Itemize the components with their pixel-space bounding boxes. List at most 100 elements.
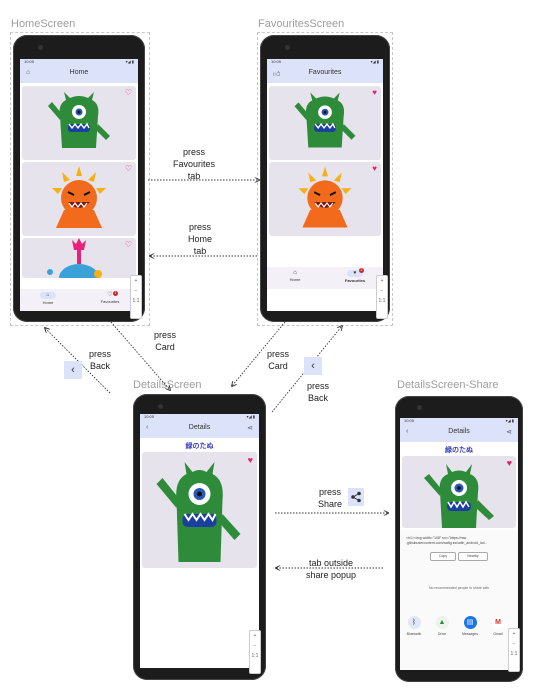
details-title: Details bbox=[188, 424, 211, 431]
copy-button[interactable]: Copy bbox=[430, 552, 456, 561]
arrow-favourites-to-details bbox=[232, 321, 286, 386]
emulator-zoom-controls[interactable]: + − 1:1 bbox=[130, 275, 142, 319]
heart-icon: ♥2 bbox=[347, 268, 364, 277]
status-bar: 10:05 ▾◢ ▮ bbox=[20, 59, 138, 65]
status-time: 10:05 bbox=[404, 418, 415, 423]
zoom-in-button[interactable]: + bbox=[134, 278, 138, 284]
favourite-outline-icon[interactable]: ♡ bbox=[124, 88, 132, 97]
monster-name: 緑のたぬ bbox=[445, 447, 473, 454]
arrow-home-to-details bbox=[110, 321, 170, 390]
status-bar: 10:05 ▾◢ ▮ bbox=[400, 418, 518, 424]
back-arrow-icon[interactable]: ‹ bbox=[406, 428, 409, 435]
status-signal: ▾◢ ▮ bbox=[125, 59, 134, 64]
details-phone: 10:05 ▾◢ ▮ ‹ Details ⋖ 緑のたぬ ♥ + − 1:1 bbox=[133, 394, 266, 680]
zoom-ratio[interactable]: 1:1 bbox=[510, 651, 518, 657]
zoom-out-button[interactable]: − bbox=[512, 641, 516, 647]
label-share-to-details: tab outside share popup bbox=[305, 558, 357, 580]
bottom-navigation: ⌂ Home ♡1 Favourites bbox=[20, 289, 138, 311]
home-screen: 10:05 ▾◢ ▮ ⌂ Home ♡ bbox=[20, 59, 138, 311]
green-monster-image bbox=[48, 92, 110, 148]
drive-icon: ▲ bbox=[435, 616, 449, 629]
zoom-in-button[interactable]: + bbox=[253, 633, 257, 639]
zoom-in-button[interactable]: + bbox=[512, 631, 516, 637]
frame-label-home: HomeScreen bbox=[11, 18, 76, 30]
favourite-outline-icon[interactable]: ♡ bbox=[124, 164, 132, 173]
zoom-out-button[interactable]: − bbox=[253, 643, 257, 649]
camera-icon bbox=[38, 45, 43, 50]
status-time: 10:05 bbox=[144, 414, 155, 419]
nav-badge: 2 bbox=[359, 268, 364, 273]
emulator-zoom-controls[interactable]: + − 1:1 bbox=[376, 275, 388, 319]
arrow-details-to-home bbox=[45, 328, 111, 394]
nav-label: Home bbox=[289, 277, 301, 282]
monster-card[interactable]: ♡ bbox=[22, 162, 136, 236]
orange-monster-image bbox=[52, 166, 106, 228]
nav-badge: 1 bbox=[113, 291, 118, 296]
favourites-screen: 10:05 ▾◢ ▮ 👍︎ Favourites ♥ bbox=[267, 59, 383, 311]
zoom-ratio[interactable]: 1:1 bbox=[378, 298, 386, 304]
monster-detail-card: ♥ bbox=[402, 456, 516, 528]
monster-card[interactable]: ♡ bbox=[22, 238, 136, 278]
green-monster-image bbox=[156, 462, 241, 562]
camera-icon bbox=[158, 404, 163, 409]
share-text-line: <h1><img width="108" src="https://raw bbox=[406, 536, 467, 540]
favourite-filled-icon[interactable]: ♥ bbox=[372, 88, 377, 97]
blue-monster-image bbox=[47, 238, 102, 278]
app-label: Gmail bbox=[493, 632, 503, 636]
favourite-outline-icon[interactable]: ♡ bbox=[124, 240, 132, 249]
share-app-gmail[interactable]: M Gmail bbox=[488, 616, 508, 636]
zoom-ratio[interactable]: 1:1 bbox=[251, 653, 259, 659]
green-monster-image bbox=[424, 464, 494, 528]
frame-label-share: DetailsScreen-Share bbox=[397, 379, 499, 391]
monster-detail-card: ♥ bbox=[142, 452, 257, 568]
back-arrow-icon: ‹ bbox=[304, 357, 322, 375]
monster-card[interactable]: ♡ bbox=[22, 86, 136, 160]
share-app-drive[interactable]: ▲ Drive bbox=[432, 616, 452, 636]
nearby-button[interactable]: Nearby bbox=[458, 552, 488, 561]
nav-item-home[interactable]: ⌂ Home bbox=[36, 292, 60, 305]
label-details-to-favourites: press Back bbox=[306, 381, 329, 403]
share-icon bbox=[348, 488, 364, 506]
home-frame-outline bbox=[10, 32, 150, 326]
bluetooth-icon: ᛒ bbox=[407, 616, 421, 629]
share-app-bar: ‹ Details ⋖ bbox=[400, 424, 518, 442]
share-app-messages[interactable]: ▤ Messages bbox=[460, 616, 480, 636]
heart-icon: ♡1 bbox=[107, 291, 118, 298]
emulator-zoom-controls[interactable]: + − 1:1 bbox=[508, 628, 520, 672]
nav-item-home[interactable]: ⌂ Home bbox=[283, 270, 307, 282]
favourite-filled-icon[interactable]: ♥ bbox=[247, 455, 253, 465]
thumbs-up-icon: 👍︎ bbox=[273, 71, 281, 78]
monster-card[interactable]: ♥ bbox=[269, 162, 381, 236]
zoom-out-button[interactable]: − bbox=[134, 288, 138, 294]
zoom-ratio[interactable]: 1:1 bbox=[132, 298, 140, 304]
nav-label: Home bbox=[42, 300, 54, 305]
favourites-phone: 10:05 ▾◢ ▮ 👍︎ Favourites ♥ bbox=[260, 35, 390, 322]
details-app-bar: ‹ Details ⋖ bbox=[140, 420, 259, 438]
nav-label: Favourites bbox=[344, 278, 366, 283]
monster-card[interactable]: ♥ bbox=[269, 86, 381, 160]
share-icon[interactable]: ⋖ bbox=[247, 425, 253, 432]
frame-label-favourites: FavouritesScreen bbox=[258, 18, 345, 30]
label-favourites-to-details: press Card bbox=[266, 349, 289, 371]
status-signal: ▾◢ ▮ bbox=[246, 414, 255, 419]
favourite-filled-icon[interactable]: ♥ bbox=[506, 458, 512, 468]
share-screen: 10:05 ▾◢ ▮ ‹ Details ⋖ 緑のたぬ ♥ <h1>< bbox=[400, 418, 518, 670]
zoom-out-button[interactable]: − bbox=[380, 288, 384, 294]
status-signal: ▾◢ ▮ bbox=[370, 59, 379, 64]
zoom-in-button[interactable]: + bbox=[380, 278, 384, 284]
app-label: Drive bbox=[437, 632, 447, 636]
status-bar: 10:05 ▾◢ ▮ bbox=[267, 59, 383, 65]
home-icon: ⌂ bbox=[40, 292, 56, 299]
back-arrow-icon[interactable]: ‹ bbox=[146, 424, 149, 431]
emulator-zoom-controls[interactable]: + − 1:1 bbox=[249, 630, 261, 674]
share-app-bluetooth[interactable]: ᛒ Bluetooth bbox=[404, 616, 424, 636]
orange-monster-image bbox=[298, 166, 352, 228]
nav-item-favourites[interactable]: ♡1 Favourites bbox=[96, 291, 124, 304]
share-icon[interactable]: ⋖ bbox=[506, 429, 512, 436]
green-monster-image bbox=[294, 92, 356, 148]
home-icon: ⌂ bbox=[26, 69, 31, 76]
home-icon: ⌂ bbox=[293, 270, 297, 276]
favourite-filled-icon[interactable]: ♥ bbox=[372, 164, 377, 173]
nav-item-favourites[interactable]: ♥2 Favourites bbox=[341, 268, 369, 283]
home-phone: 10:05 ▾◢ ▮ ⌂ Home ♡ bbox=[13, 35, 145, 322]
